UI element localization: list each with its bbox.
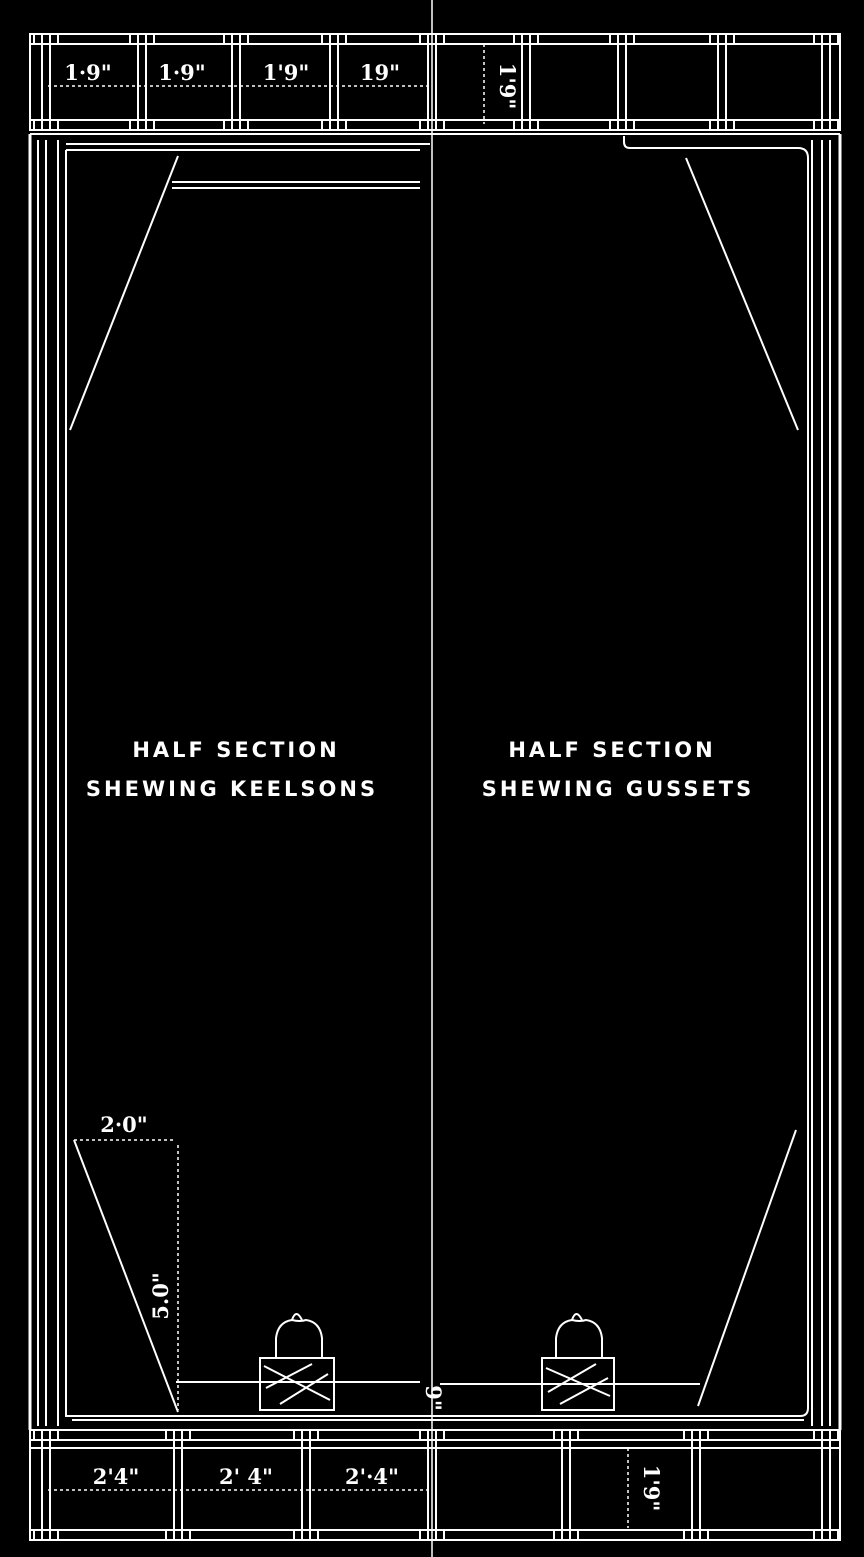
dim-bottom-cell-1: 2'4" xyxy=(93,1464,140,1489)
dim-bottom-depth: 1'9" xyxy=(639,1465,664,1512)
rail-chair-right xyxy=(541,1313,615,1411)
label-left-line1: HALF SECTION xyxy=(132,738,339,762)
dim-keelson-height: 5.0" xyxy=(148,1272,173,1319)
side-walls xyxy=(28,134,842,1430)
dim-top-cell-3: 1'9" xyxy=(263,60,310,85)
dim-bottom-cell-2: 2' 4" xyxy=(219,1464,273,1489)
bracing-diagonals xyxy=(69,155,799,1413)
top-keelson-plate xyxy=(172,181,420,189)
dim-top-depth: 1'9" xyxy=(495,63,520,110)
inner-lining xyxy=(65,136,809,1421)
label-right-line1: HALF SECTION xyxy=(508,738,715,762)
dim-bottom-cell-3: 2'·4" xyxy=(345,1464,399,1489)
dim-top-cell-1: 1·9" xyxy=(64,60,111,85)
label-right-line2: SHEWING GUSSETS xyxy=(482,777,755,801)
top-cell-structure xyxy=(29,33,841,135)
label-left-line2: SHEWING KEELSONS xyxy=(86,777,378,801)
dim-top-cell-2: 1·9" xyxy=(158,60,205,85)
dimension-lines xyxy=(48,44,629,1528)
dim-centre-offset: 9" xyxy=(421,1385,446,1411)
bottom-cell-structure xyxy=(29,1429,841,1541)
bottom-keelson-plate xyxy=(176,1381,700,1385)
dim-keelson-width: 2·0" xyxy=(100,1112,147,1137)
rail-chair-left xyxy=(259,1313,335,1411)
dim-top-cell-4: 19" xyxy=(360,60,400,85)
